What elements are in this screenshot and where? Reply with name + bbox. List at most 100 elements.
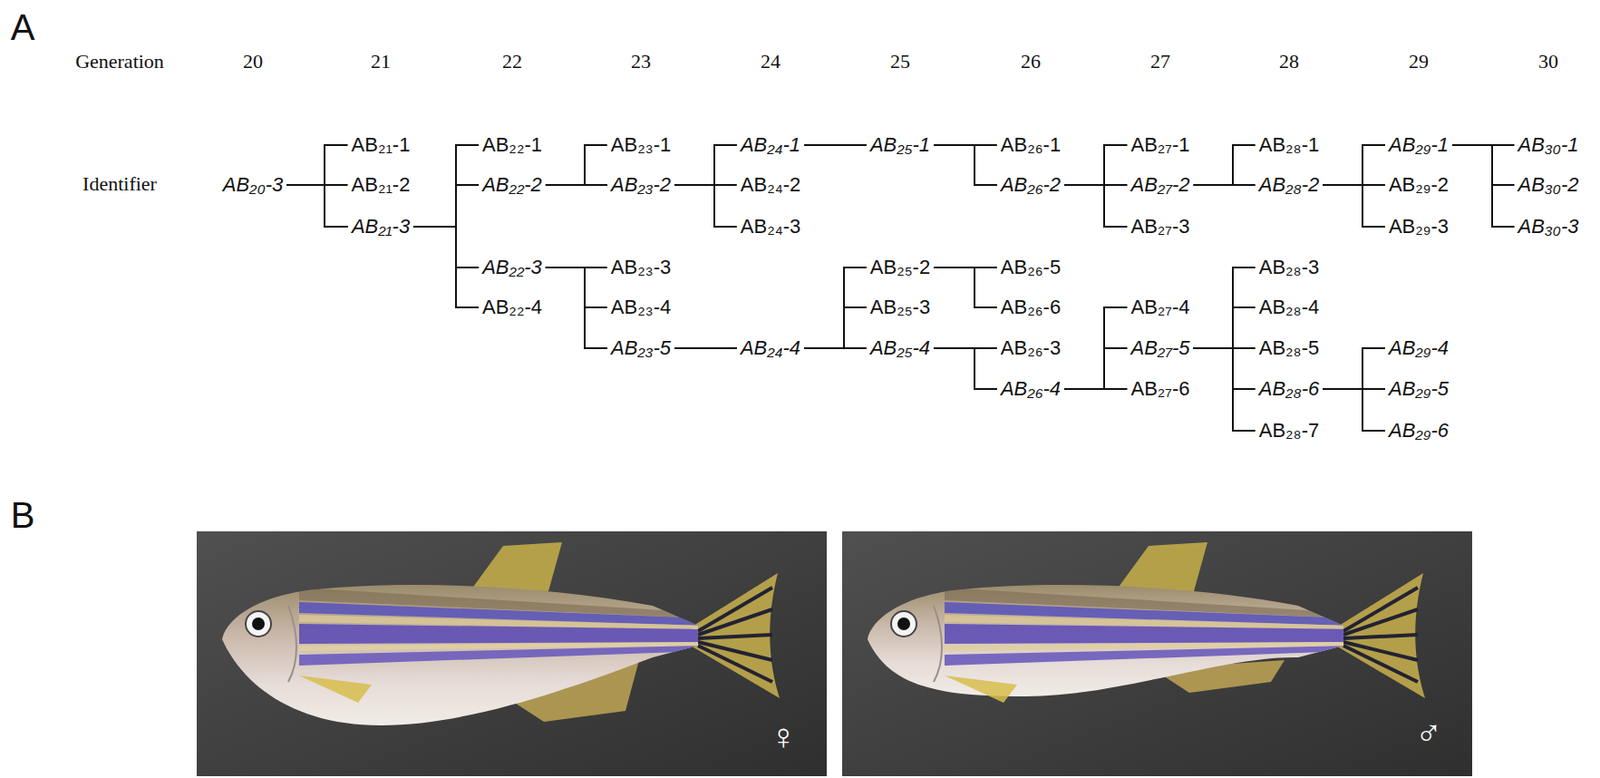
- generation-identifier: AB₂₆-1: [998, 132, 1064, 158]
- lineage-bracket: [1452, 145, 1515, 185]
- lineage-bracket: [1193, 348, 1256, 389]
- generation-number: 27: [1150, 49, 1171, 73]
- generation-identifier: AB₂₅-2: [867, 254, 933, 281]
- generation-identifier: AB₂₈-3: [1256, 254, 1323, 281]
- generation-number: 26: [1020, 49, 1041, 73]
- lineage-bracket: [545, 145, 608, 185]
- generation-identifier: AB₃₀-3: [1515, 213, 1582, 240]
- generation-identifier: AB₂₇-4: [1127, 294, 1193, 320]
- generation-identifier: AB₂₉-5: [1386, 376, 1452, 402]
- generation-number: 30: [1538, 49, 1559, 73]
- lineage-bracket: [1193, 348, 1256, 431]
- identifier-text: AB₂₆-6: [1000, 295, 1061, 319]
- lineage-bracket: [804, 267, 867, 349]
- lineage-bracket: [1322, 348, 1386, 389]
- generation-number: 22: [502, 49, 523, 73]
- generation-identifier: AB₂₉-6: [1386, 417, 1452, 444]
- generation-identifier: AB₂₄-4: [737, 335, 804, 361]
- identifier-text: AB₂₇-3: [1130, 214, 1190, 238]
- identifier-text: AB₃₀-2: [1518, 173, 1580, 196]
- identifier-text: AB₂₀-3: [223, 173, 284, 196]
- lineage-bracket: [1452, 145, 1515, 227]
- identifier-text: AB₂₃-3: [610, 255, 671, 279]
- generation-number: 20: [242, 49, 263, 73]
- identifier-text: AB₂₇-2: [1130, 173, 1190, 196]
- generation-number: 21: [370, 49, 391, 73]
- lineage-bracket: [413, 184, 479, 227]
- generation-identifier: AB₂₈-2: [1256, 172, 1323, 198]
- generation-identifier: AB₂₇-2: [1127, 172, 1193, 198]
- identifier-text: AB₂₇-4: [1130, 295, 1190, 319]
- identifier-text: AB₂₃-5: [610, 336, 671, 359]
- generation-identifier: AB₃₀-1: [1515, 132, 1582, 158]
- identifier-text: AB₃₀-1: [1518, 133, 1580, 156]
- lineage-bracket: [804, 307, 867, 349]
- identifier-text: AB₂₈-4: [1259, 295, 1320, 319]
- generation-identifier: AB₂₅-4: [867, 335, 933, 361]
- identifier-text: AB₂₅-1: [870, 133, 931, 156]
- lineage-bracket: [1064, 307, 1127, 389]
- identifier-text: AB₂₂-1: [482, 133, 543, 156]
- identifier-text: AB₂₂-3: [482, 255, 543, 279]
- lineage-bracket: [933, 348, 998, 389]
- generation-identifier: AB₂₄-3: [737, 213, 804, 240]
- lineage-bracket: [1064, 184, 1127, 227]
- lineage-bracket: [413, 226, 479, 308]
- lineage-bracket: [286, 145, 348, 185]
- row-heading: Generation: [75, 49, 165, 73]
- identifier-text: AB₂₇-5: [1130, 336, 1190, 359]
- generation-identifier: AB₂₈-5: [1256, 335, 1323, 361]
- generation-identifier: AB₂₆-6: [998, 294, 1064, 320]
- lineage-bracket: [545, 267, 608, 308]
- lineage-bracket: [1064, 387, 1127, 390]
- identifier-text: AB₂₄-4: [740, 336, 801, 359]
- generation-identifier: AB₂₅-3: [867, 294, 933, 320]
- lineage-bracket: [933, 145, 998, 185]
- lineage-bracket: [674, 145, 737, 185]
- identifier-text: AB₂₈-7: [1259, 418, 1320, 442]
- lineage-bracket: [804, 144, 867, 146]
- identifier-text: AB₂₈-6: [1259, 377, 1320, 400]
- panel-letter: A: [10, 6, 36, 49]
- lineage-bracket: [1193, 184, 1256, 186]
- identifier-text: AB₂₇-1: [1130, 133, 1190, 156]
- lineage-bracket: [545, 267, 608, 349]
- identifier-text: AB₂₆-3: [1000, 336, 1061, 359]
- photo-background: [842, 531, 1473, 776]
- generation-identifier: AB₂₂-2: [479, 172, 545, 198]
- generation-identifier: AB₂₁-1: [349, 132, 414, 158]
- lineage-bracket: [674, 347, 737, 350]
- lineage-bracket: [1322, 145, 1386, 185]
- sex-symbol: ♀: [769, 715, 797, 757]
- identifier-text: AB₂₂-2: [482, 173, 543, 196]
- generation-identifier: AB₂₉-4: [1386, 335, 1452, 361]
- lineage-bracket: [804, 347, 867, 350]
- row-heading: Identifier: [82, 172, 157, 195]
- generation-identifier: AB₂₄-1: [737, 132, 804, 158]
- generation-identifier: AB₂₃-1: [608, 132, 674, 158]
- lineage-bracket: [674, 184, 737, 227]
- generation-identifier: AB₂₈-7: [1256, 417, 1323, 444]
- generation-identifier: AB₂₆-2: [998, 172, 1064, 198]
- generation-number: 28: [1279, 49, 1300, 73]
- generation-identifier: AB₂₈-6: [1256, 376, 1323, 402]
- identifier-text: AB₂₅-3: [870, 295, 931, 319]
- generation-identifier: AB₂₈-4: [1256, 294, 1323, 320]
- identifier-text: AB₂₁-1: [351, 133, 411, 156]
- generation-identifier: AB₂₀-3: [220, 172, 287, 198]
- generation-identifier: AB₂₂-4: [479, 294, 545, 320]
- identifier-text: AB₂₆-4: [1000, 377, 1061, 400]
- generation-identifier: AB₂₉-1: [1386, 132, 1452, 158]
- identifier-text: AB₂₈-3: [1259, 255, 1320, 279]
- identifier-text: AB₂₃-4: [610, 295, 671, 319]
- generation-identifier: AB₂₇-1: [1127, 132, 1193, 158]
- identifier-text: AB₂₉-4: [1388, 336, 1449, 359]
- identifier-text: AB₂₅-4: [870, 336, 931, 359]
- generation-identifier: AB₂₆-5: [998, 254, 1064, 281]
- identifier-text: AB₂₉-2: [1388, 173, 1449, 196]
- identifier-text: AB₂₃-1: [610, 133, 671, 156]
- lineage-bracket: [413, 145, 479, 227]
- zebrafish-drawing: [222, 542, 780, 726]
